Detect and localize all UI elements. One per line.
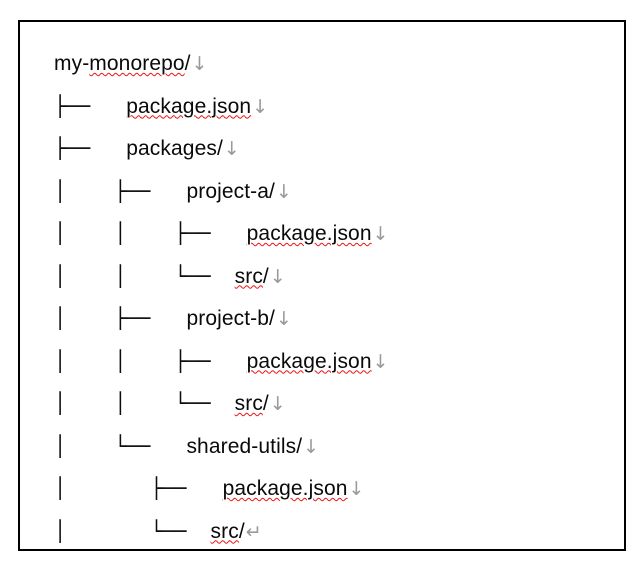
tree-branch-glyphs: │ ├── xyxy=(54,178,187,203)
tree-node-label[interactable]: project-b/ xyxy=(186,307,275,330)
tree-line[interactable]: ├── package.json↓ xyxy=(54,85,620,128)
tree-node-label[interactable]: src/ xyxy=(235,392,269,415)
tree-line[interactable]: │ │ ├── package.json↓ xyxy=(54,340,620,383)
label-text-plain: / xyxy=(184,52,191,75)
spellcheck-misspelled-text[interactable]: src xyxy=(234,392,263,415)
tree-branch-glyphs: │ ├── xyxy=(54,476,223,500)
tree-line[interactable]: │ ├── package.json↓ xyxy=(54,467,620,510)
tree-line[interactable]: │ └── shared-utils/↓ xyxy=(54,425,620,468)
tree-line[interactable]: │ └── src/↵ xyxy=(54,510,620,550)
label-text-plain: my- xyxy=(54,52,90,75)
tree-node-label[interactable]: src/ xyxy=(235,265,269,288)
line-break-mark-icon: ↓ xyxy=(276,180,293,203)
tree-node-label[interactable]: project-a/ xyxy=(186,180,275,203)
spellcheck-misspelled-text[interactable]: package.json xyxy=(246,222,372,245)
label-text-plain: / xyxy=(238,519,245,543)
label-text-plain: project-b/ xyxy=(186,307,275,330)
spellcheck-misspelled-text[interactable]: package.json xyxy=(222,477,348,500)
spellcheck-misspelled-text[interactable]: src xyxy=(210,519,239,543)
tree-branch-glyphs: │ ├── xyxy=(54,306,187,330)
tree-line[interactable]: │ │ └── src/↓ xyxy=(54,382,620,425)
label-text-plain: / xyxy=(262,392,269,415)
line-break-mark-icon: ↓ xyxy=(269,265,286,288)
paragraph-mark-icon: ↵ xyxy=(245,520,262,543)
tree-branch-glyphs: │ │ └── xyxy=(54,263,235,288)
label-text-plain: packages/ xyxy=(126,137,223,160)
tree-branch-glyphs: │ │ ├── xyxy=(54,348,247,373)
spellcheck-misspelled-text[interactable]: package.json xyxy=(126,94,252,118)
line-break-mark-icon: ↓ xyxy=(223,138,240,160)
tree-line[interactable]: │ ├── project-a/↓ xyxy=(54,170,620,213)
tree-branch-glyphs: │ └── xyxy=(54,433,187,458)
tree-line[interactable]: │ │ └── src/↓ xyxy=(54,255,620,298)
line-break-mark-icon: ↓ xyxy=(276,308,293,330)
tree-node-label[interactable]: package.json xyxy=(247,222,372,245)
tree-branch-glyphs: ├── xyxy=(54,136,127,160)
line-break-mark-icon: ↓ xyxy=(303,435,320,458)
spellcheck-misspelled-text[interactable]: monorepo xyxy=(89,52,185,75)
tree-node-label[interactable]: my-monorepo/ xyxy=(54,52,191,75)
document-page: my-monorepo/↓├── package.json↓├── packag… xyxy=(18,20,626,551)
tree-branch-glyphs: │ │ └── xyxy=(54,391,235,415)
tree-branch-glyphs: ├── xyxy=(54,93,127,118)
line-break-mark-icon: ↓ xyxy=(191,53,208,75)
label-text-plain: shared-utils/ xyxy=(186,434,303,458)
spellcheck-misspelled-text[interactable]: src xyxy=(234,264,263,288)
tree-node-label[interactable]: packages/ xyxy=(126,137,223,160)
tree-node-label[interactable]: package.json xyxy=(126,95,251,118)
tree-branch-glyphs: │ │ ├── xyxy=(54,221,247,245)
directory-tree-text[interactable]: my-monorepo/↓├── package.json↓├── packag… xyxy=(54,42,620,550)
tree-node-label[interactable]: src/ xyxy=(211,520,245,543)
line-break-mark-icon: ↓ xyxy=(348,478,365,500)
label-text-plain: / xyxy=(262,264,269,288)
tree-branch-glyphs: │ └── xyxy=(54,518,211,543)
tree-node-label[interactable]: package.json xyxy=(223,477,348,500)
line-break-mark-icon: ↓ xyxy=(269,393,286,415)
line-break-mark-icon: ↓ xyxy=(372,223,389,245)
line-break-mark-icon: ↓ xyxy=(252,95,269,118)
tree-line[interactable]: my-monorepo/↓ xyxy=(54,42,620,85)
tree-line[interactable]: │ ├── project-b/↓ xyxy=(54,297,620,340)
spellcheck-misspelled-text[interactable]: package.json xyxy=(246,349,372,373)
label-text-plain: project-a/ xyxy=(186,179,275,203)
tree-line[interactable]: │ │ ├── package.json↓ xyxy=(54,212,620,255)
tree-node-label[interactable]: package.json xyxy=(247,350,372,373)
line-break-mark-icon: ↓ xyxy=(372,350,389,373)
tree-node-label[interactable]: shared-utils/ xyxy=(186,435,302,458)
tree-line[interactable]: ├── packages/↓ xyxy=(54,127,620,170)
